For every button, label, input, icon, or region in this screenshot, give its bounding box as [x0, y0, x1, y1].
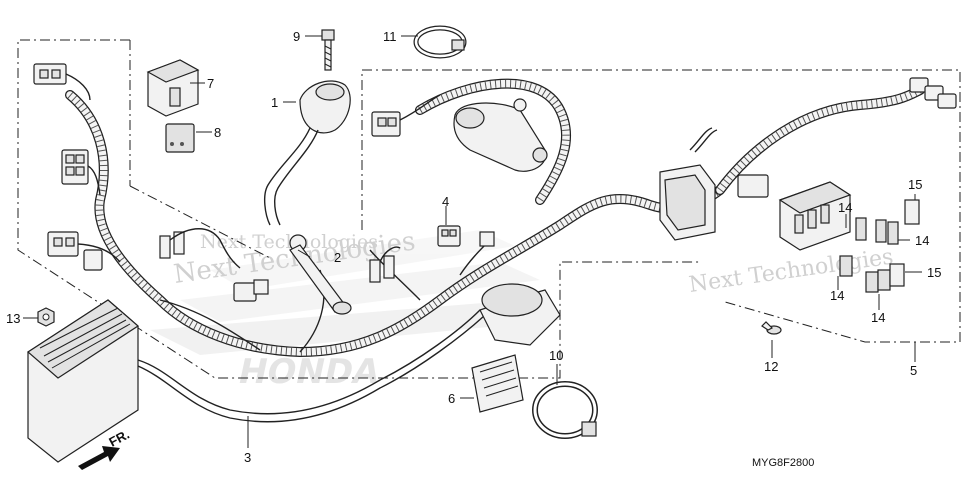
diagram-code: MYG8F2800 [752, 457, 814, 469]
ignition-coil-part-1 [263, 80, 351, 226]
callout-14: 14 [915, 233, 929, 248]
callout-14: 14 [871, 310, 885, 325]
svg-text:HONDA: HONDA [235, 352, 384, 392]
cylinder-part [479, 283, 561, 346]
wire-harness [65, 78, 925, 357]
cdi-unit [453, 98, 548, 172]
mid-connectors [159, 228, 401, 302]
callout-2: 2 [334, 250, 341, 265]
callout-4: 4 [442, 194, 449, 209]
right-group-boundary [361, 69, 961, 343]
callout-5: 5 [910, 363, 917, 378]
bolt-part-9 [321, 29, 335, 71]
left-group-boundary-edge [129, 185, 271, 259]
callout-11: 11 [383, 29, 397, 44]
callout-13: 13 [6, 311, 20, 326]
callout-7: 7 [207, 76, 214, 91]
left-connectors [33, 63, 121, 271]
nut-part-13 [37, 307, 55, 327]
pad-part-6 [471, 354, 524, 413]
callout-8: 8 [214, 125, 221, 140]
regulator-part-3 [27, 299, 485, 463]
right-connector [371, 94, 441, 137]
callout-15: 15 [927, 265, 941, 280]
callout-1: 1 [271, 95, 278, 110]
callout-10: 10 [549, 348, 563, 363]
watermark-text: Next Technologies [687, 244, 895, 297]
diode-part-8 [165, 123, 195, 153]
front-direction-arrow [78, 446, 120, 470]
top-right-connectors [909, 77, 957, 109]
callout-12: 12 [764, 359, 778, 374]
leader-lines [23, 35, 922, 448]
clamp-part-11 [413, 25, 467, 59]
callout-14: 14 [830, 288, 844, 303]
fuses [839, 199, 920, 293]
relay-part-7 [146, 59, 200, 117]
callout-14: 14 [838, 200, 852, 215]
callout-9: 9 [293, 29, 300, 44]
connector-part-4 [437, 225, 495, 247]
callouts: 1 2 3 4 5 6 7 8 9 10 11 12 13 14 14 14 1… [6, 29, 941, 465]
callout-6: 6 [448, 391, 455, 406]
fuse-box [659, 127, 852, 251]
plug-cap-part-2 [289, 234, 352, 315]
watermark-text: Next Technologies [200, 231, 378, 253]
band-part-10 [532, 381, 598, 439]
callout-15: 15 [908, 177, 922, 192]
callout-3: 3 [244, 450, 251, 465]
screw-part-12 [761, 321, 782, 335]
front-direction-label: FR. [106, 427, 132, 450]
